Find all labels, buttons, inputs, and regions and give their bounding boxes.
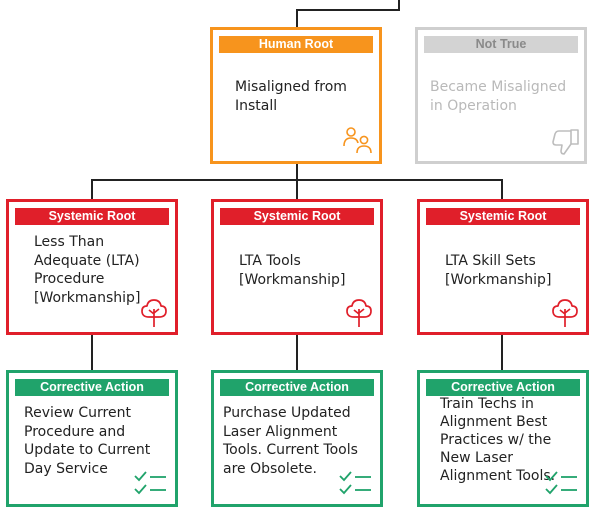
connector-to-systemic-1 (91, 179, 93, 201)
connector-to-systemic-3 (501, 179, 503, 201)
tree-icon (346, 299, 372, 327)
connector-top-horizontal (296, 9, 400, 11)
systemic-root-text-3: LTA Skill Sets [Workmanship] (445, 253, 552, 288)
human-root-box: Human Root Misaligned from Install (210, 27, 382, 164)
human-root-text: Misaligned from Install (235, 79, 347, 114)
systemic-root-text-2: LTA Tools [Workmanship] (239, 253, 346, 288)
not-true-box: Not True Became Misaligned in Operation (415, 27, 587, 164)
corrective-action-box-2: Corrective Action Purchase Updated Laser… (211, 370, 383, 507)
checklist-icon (545, 471, 577, 495)
tree-icon (552, 299, 578, 327)
corrective-action-text-3: Train Techs in Alignment Best Practices … (440, 396, 556, 484)
people-icon (343, 127, 372, 154)
connector-systemic-2-to-corrective-2 (296, 333, 298, 372)
connector-to-human-root (296, 9, 298, 29)
thumbs-down-icon (552, 129, 579, 155)
systemic-root-header-1: Systemic Root (15, 208, 169, 225)
systemic-root-header-3: Systemic Root (426, 208, 580, 225)
corrective-action-box-1: Corrective Action Review Current Procedu… (6, 370, 178, 507)
not-true-text: Became Misaligned in Operation (430, 79, 567, 114)
connector-systemic-3-to-corrective-3 (501, 333, 503, 372)
systemic-root-box-3: Systemic Root LTA Skill Sets [Workmanshi… (417, 199, 589, 335)
checklist-icon (134, 471, 166, 495)
corrective-action-header-2: Corrective Action (220, 379, 374, 396)
systemic-root-box-1: Systemic Root Less Than Adequate (LTA) P… (6, 199, 178, 335)
corrective-action-box-3: Corrective Action Train Techs in Alignme… (417, 370, 589, 507)
systemic-root-text-1: Less Than Adequate (LTA) Procedure [Work… (34, 234, 141, 306)
corrective-action-text-1: Review Current Procedure and Update to C… (24, 405, 151, 477)
corrective-action-header-3: Corrective Action (426, 379, 580, 396)
connector-systemic-horizontal (91, 179, 503, 181)
connector-human-root-down (296, 163, 298, 201)
corrective-action-header-1: Corrective Action (15, 379, 169, 396)
not-true-header: Not True (424, 36, 578, 53)
systemic-root-header-2: Systemic Root (220, 208, 374, 225)
systemic-root-box-2: Systemic Root LTA Tools [Workmanship] (211, 199, 383, 335)
connector-top-vertical (398, 0, 400, 10)
tree-icon (141, 299, 167, 327)
checklist-icon (339, 471, 371, 495)
human-root-header: Human Root (219, 36, 373, 53)
connector-systemic-1-to-corrective-1 (91, 333, 93, 372)
corrective-action-text-2: Purchase Updated Laser Alignment Tools. … (223, 405, 358, 477)
